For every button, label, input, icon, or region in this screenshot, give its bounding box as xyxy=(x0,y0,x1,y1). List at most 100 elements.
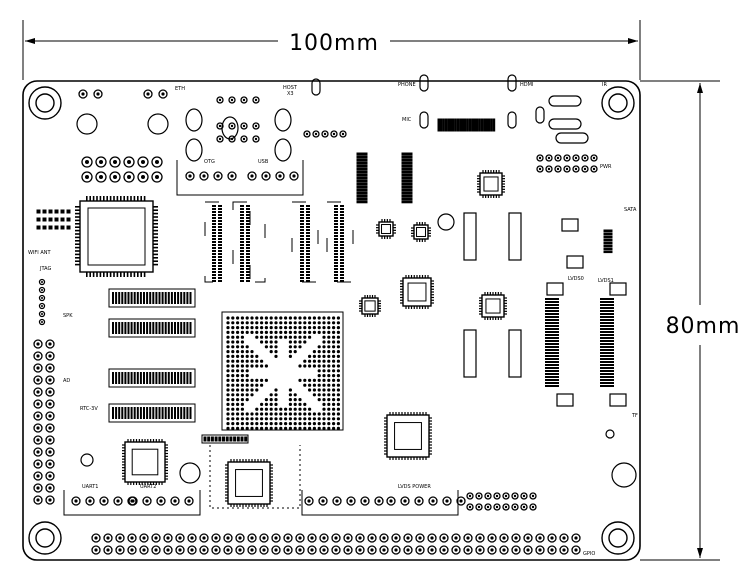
header-pin-center xyxy=(322,548,326,552)
chip-pin xyxy=(489,317,491,320)
ddr-pad xyxy=(306,262,310,264)
chip-pin xyxy=(502,186,505,188)
strip-pad xyxy=(189,292,192,304)
bga-ball xyxy=(250,393,254,397)
fpc-pad xyxy=(603,235,613,239)
label-phone: PHONE xyxy=(398,82,416,88)
ddr-pad xyxy=(306,235,310,237)
label-usb: USB xyxy=(258,159,269,165)
chip-die xyxy=(483,176,499,192)
qfp-pin xyxy=(153,257,158,259)
chip-pin xyxy=(479,308,482,310)
chip-pin xyxy=(165,478,168,480)
lvds-pad xyxy=(600,367,614,369)
crystal-box xyxy=(508,212,522,261)
chip-pin xyxy=(364,314,366,317)
bga-ball xyxy=(255,378,259,382)
chip-die xyxy=(394,422,422,450)
header-pin xyxy=(386,496,396,506)
chip-pin xyxy=(233,504,235,507)
ddr-pad xyxy=(240,256,244,258)
bga-ball xyxy=(308,330,312,334)
header-pin-center xyxy=(178,548,182,552)
header-pin-center xyxy=(459,499,463,503)
header-pin-center xyxy=(142,548,146,552)
chip-pin xyxy=(393,224,396,226)
bga-ball xyxy=(322,335,326,339)
crystal-box xyxy=(463,329,477,378)
ddr-pad xyxy=(246,238,250,240)
label-x3: X3 xyxy=(287,91,294,97)
bga-ball xyxy=(264,422,268,426)
chip-pin xyxy=(270,479,273,481)
fpc-pad xyxy=(603,232,613,236)
ddr-pad xyxy=(300,277,304,279)
chip-pin xyxy=(419,239,421,242)
header-pin xyxy=(403,533,413,543)
chip-pin xyxy=(389,412,391,415)
chip-pin xyxy=(384,438,387,440)
strip-pad xyxy=(183,322,186,334)
chip-pin xyxy=(384,236,386,239)
chip-pin xyxy=(236,504,238,507)
ddr-pad xyxy=(340,274,344,276)
chip-pin xyxy=(502,183,505,185)
bga-ball xyxy=(245,330,249,334)
header-pin-center xyxy=(418,536,422,540)
lvds-pad xyxy=(600,301,614,303)
qfp-pin xyxy=(75,260,80,262)
chip-pin xyxy=(248,504,250,507)
bga-ball xyxy=(255,426,259,430)
header-strip-pad xyxy=(214,436,218,442)
header-pin xyxy=(38,286,46,294)
smd-part xyxy=(54,225,59,230)
bga-ball xyxy=(288,326,292,330)
bga-ball xyxy=(226,402,230,406)
chip-pin xyxy=(376,227,379,229)
ddr-pad xyxy=(340,211,344,213)
chip-pin xyxy=(239,504,241,507)
header-pin xyxy=(163,545,173,555)
header-pin-center xyxy=(477,505,481,509)
strip-pad xyxy=(143,407,145,419)
ddr-pad xyxy=(340,220,344,222)
bga-ball xyxy=(255,321,259,325)
ddr-pad xyxy=(240,220,244,222)
bga-ball xyxy=(231,422,235,426)
conn-pad xyxy=(356,173,368,177)
bga-ball xyxy=(240,422,244,426)
strip-pad xyxy=(183,292,186,304)
lvds-pad xyxy=(600,316,614,318)
bga-ball xyxy=(332,316,336,320)
header-strip-pad xyxy=(244,436,248,442)
header-pin-center xyxy=(278,174,282,178)
header-pin xyxy=(33,351,43,361)
bga-ball xyxy=(236,412,240,416)
header-pin-center xyxy=(486,505,490,509)
bga-ball xyxy=(274,335,278,339)
header-pin xyxy=(427,545,437,555)
chip-pin xyxy=(150,439,152,442)
header-pin xyxy=(271,533,281,543)
header-pin xyxy=(45,363,55,373)
header-pin xyxy=(45,459,55,469)
ddr-pad xyxy=(246,277,250,279)
header-pin-center xyxy=(48,414,52,418)
bga-ball xyxy=(327,374,331,378)
usb-shell xyxy=(274,138,292,162)
ddr-pad xyxy=(212,229,216,231)
fpc-pad xyxy=(603,241,613,245)
chip-pin xyxy=(369,295,371,298)
bga-ball xyxy=(231,354,235,358)
bga-ball xyxy=(274,350,278,354)
ddr-pad xyxy=(240,280,244,282)
oval-pad xyxy=(548,118,582,130)
header-pin-center xyxy=(48,354,52,358)
chip-pin xyxy=(429,423,432,425)
chip-pin xyxy=(400,285,403,288)
chip-pin xyxy=(422,457,424,460)
qfp-pin xyxy=(153,250,158,252)
label-jtag: JTAG xyxy=(39,266,51,272)
bga-ball xyxy=(226,374,230,378)
bga-ball xyxy=(240,402,244,406)
